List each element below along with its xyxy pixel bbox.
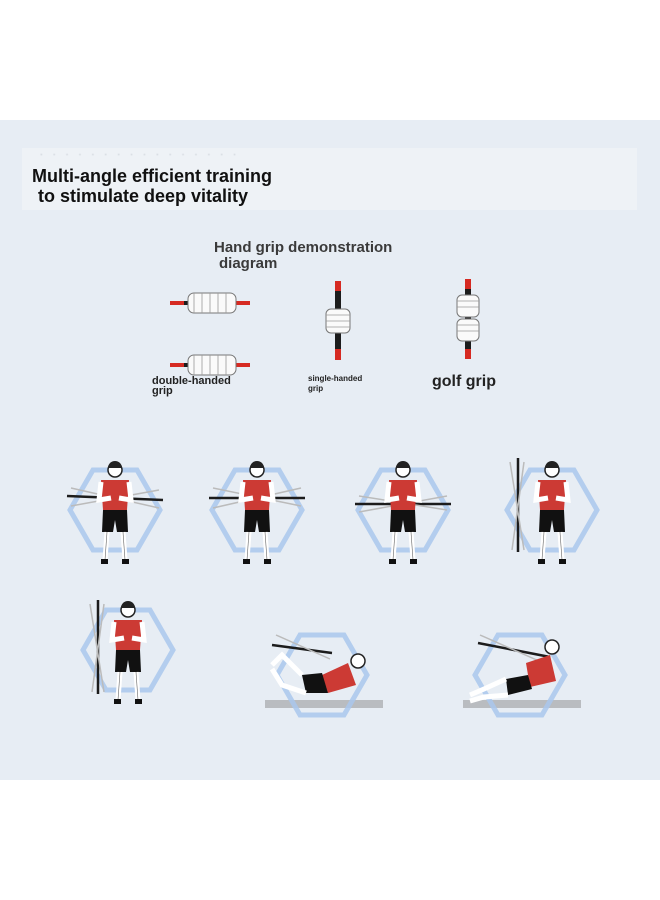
headline-line1: Multi-angle efficient training	[32, 166, 273, 186]
exercise-4	[507, 458, 597, 564]
exercise-figure-icon	[66, 458, 660, 750]
golf-grip-illustration	[456, 279, 480, 359]
headline: Multi-angle efficient training to stimul…	[32, 166, 272, 206]
title-band	[22, 148, 637, 210]
label-double-grip: double-handed grip	[152, 375, 231, 397]
grip-title-line1: Hand grip demonstration	[214, 239, 393, 256]
single-grip-illustration	[325, 281, 351, 360]
grip-section-title: Hand grip demonstration diagram	[214, 240, 392, 272]
exercise-5	[83, 600, 173, 704]
exercise-1	[66, 461, 164, 564]
mat-1	[265, 700, 383, 708]
product-panel: · · · · · · · · · · · · · · · · Multi-an…	[0, 120, 660, 780]
hand-grip-icon	[170, 279, 480, 376]
label-single-grip: single-handed grip	[308, 374, 363, 393]
label-golf-grip: golf grip	[432, 373, 496, 390]
exercise-6	[269, 635, 367, 715]
exercise-7	[469, 635, 565, 715]
grip-title-line2: diagram	[219, 255, 278, 272]
mat-2	[463, 700, 581, 708]
headline-line2: to stimulate deep vitality	[38, 186, 249, 206]
faint-header-text: · · · · · · · · · · · · · · · ·	[40, 150, 240, 159]
exercise-2	[209, 461, 305, 564]
double-grip-illustration	[170, 292, 250, 376]
exercise-3	[355, 461, 451, 564]
